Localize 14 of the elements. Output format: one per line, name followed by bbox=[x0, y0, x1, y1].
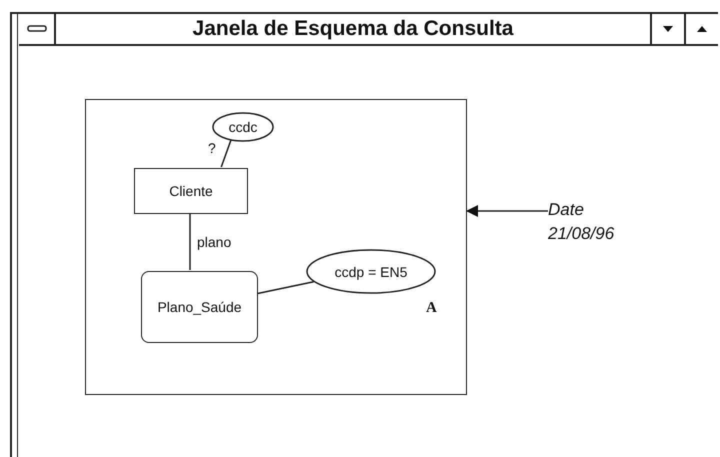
arrow bbox=[466, 205, 548, 217]
entity-box: Cliente bbox=[134, 168, 248, 214]
edge-label: ? bbox=[207, 140, 217, 156]
window-title: Janela de Esquema da Consulta bbox=[192, 17, 514, 41]
edge-label: plano bbox=[196, 234, 232, 250]
attribute-ellipse: ccdp = EN5 bbox=[306, 249, 436, 294]
schema-canvas bbox=[85, 99, 467, 395]
marker-letter: A bbox=[426, 300, 437, 317]
connector-line bbox=[220, 140, 232, 168]
attribute-ellipse: ccdc bbox=[212, 112, 274, 142]
date-note: Date 21/08/96 bbox=[548, 198, 628, 246]
connector-line bbox=[189, 213, 191, 270]
connector-line bbox=[256, 281, 314, 294]
entity-rounded-box: Plano_Saúde bbox=[141, 271, 258, 343]
